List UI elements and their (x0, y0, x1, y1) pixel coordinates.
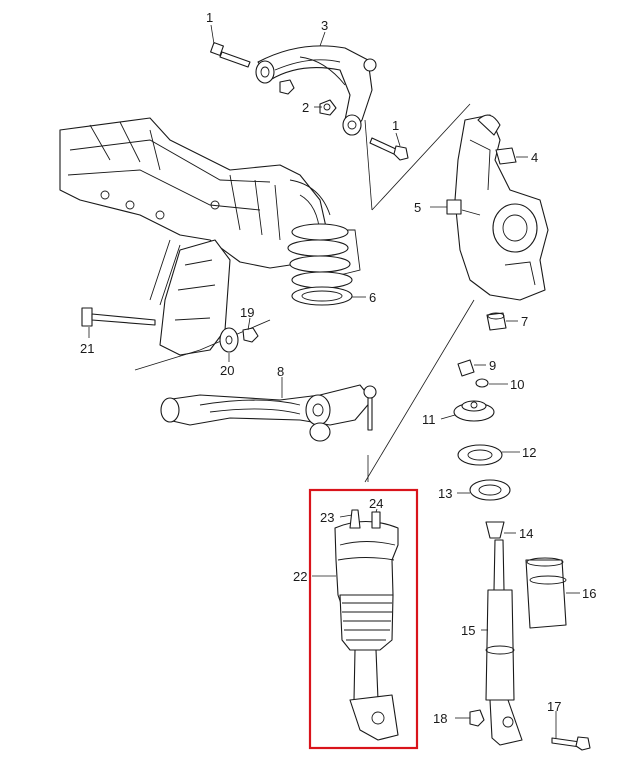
callout-13: 13 (438, 486, 452, 501)
callout-14: 14 (519, 526, 533, 541)
nut-shock (469, 709, 485, 727)
callout-17: 17 (547, 699, 561, 714)
callout-22: 22 (293, 569, 307, 584)
callout-4: 4 (531, 150, 538, 165)
nut-upper-arm (279, 79, 337, 116)
coil-spring (287, 223, 353, 306)
callout-5: 5 (414, 200, 421, 215)
spring-isolator (457, 444, 503, 466)
nut-knuckle-upper (495, 147, 517, 165)
shock-absorber (485, 539, 523, 746)
callout-11: 11 (422, 412, 436, 427)
air-spring-strut (334, 509, 399, 741)
callout-15: 15 (461, 623, 475, 638)
frame-crossmember (59, 117, 361, 371)
nut-knuckle-lower (486, 312, 507, 331)
callout-21: 21 (80, 341, 94, 356)
cam-washer (219, 327, 239, 353)
callout-19: 19 (240, 305, 254, 320)
dust-boot (525, 557, 567, 629)
air-spring-highlight-box (308, 488, 419, 750)
callout-18: 18 (433, 711, 447, 726)
callout-8: 8 (277, 364, 284, 379)
callout-6: 6 (369, 290, 376, 305)
jounce-bumper (485, 521, 505, 539)
nut-lower-arm (242, 327, 259, 343)
callout-1b: 1 (392, 118, 399, 133)
upper-strut-mount (453, 400, 495, 422)
strut-nut (457, 359, 475, 377)
bolt-knuckle (369, 137, 409, 161)
callout-3: 3 (321, 18, 328, 33)
lower-isolator (469, 479, 511, 501)
callout-1a: 1 (206, 10, 213, 25)
callouts: 1 3 2 1 4 5 6 7 8 9 10 11 12 13 14 15 16 (80, 10, 596, 738)
bolt-shock (551, 736, 591, 751)
lower-control-arm (160, 384, 377, 442)
callout-10: 10 (510, 377, 524, 392)
upper-control-arm (255, 45, 377, 136)
callout-16: 16 (582, 586, 596, 601)
explosion-lines (364, 103, 475, 483)
callout-20: 20 (220, 363, 234, 378)
steering-knuckle (446, 114, 549, 301)
callout-23: 23 (320, 510, 334, 525)
bolt-lower-arm (81, 307, 156, 327)
callout-9: 9 (489, 358, 496, 373)
strut-washer (475, 378, 489, 388)
callout-12: 12 (522, 445, 536, 460)
callout-2: 2 (302, 100, 309, 115)
callout-7: 7 (521, 314, 528, 329)
callout-24: 24 (369, 496, 383, 511)
bolt-upper-arm (210, 42, 251, 68)
